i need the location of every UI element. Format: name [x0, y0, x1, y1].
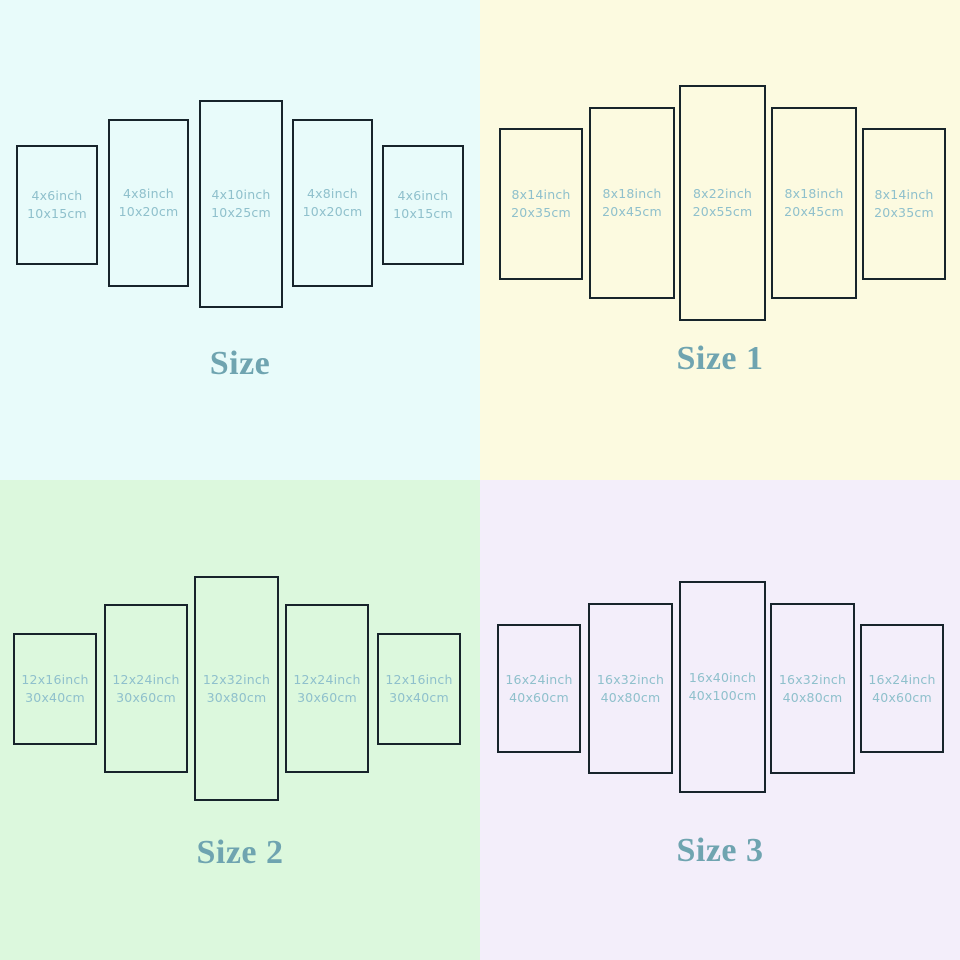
panel-dimension-cm: 40x60cm: [509, 689, 569, 705]
panel-dimension-label: 12x16inch 30x40cm: [21, 671, 88, 707]
panel-center[interactable]: 16x40inch 40x100cm: [679, 581, 766, 793]
panel-dimension-inch: 16x24inch: [505, 671, 573, 687]
panel-dimension-cm: 20x55cm: [692, 204, 753, 219]
panel-dimension-inch: 16x32inch: [778, 671, 847, 687]
panel-dimension-inch: 12x24inch: [112, 671, 180, 687]
panel-dimension-label: 8x22inch 20x55cm: [693, 185, 753, 221]
quadrant-title-size-1: Size 1: [676, 340, 764, 377]
panel-dimension-cm: 40x80cm: [782, 689, 843, 705]
panel-dimension-label: 4x8inch 10x20cm: [303, 185, 363, 221]
panel-left-outer[interactable]: 8x14inch 20x35cm: [499, 128, 583, 280]
panel-dimension-inch: 12x32inch: [202, 671, 271, 687]
panel-right-inner[interactable]: 12x24inch 30x60cm: [285, 604, 369, 773]
panel-left-outer[interactable]: 16x24inch 40x60cm: [497, 624, 581, 753]
panel-right-inner[interactable]: 4x8inch 10x20cm: [292, 119, 373, 287]
panel-left-outer[interactable]: 4x6inch 10x15cm: [16, 145, 98, 265]
panel-dimension-cm: 20x45cm: [602, 204, 662, 219]
panel-dimension-label: 8x14inch 20x35cm: [511, 186, 571, 222]
panel-left-inner[interactable]: 16x32inch 40x80cm: [588, 603, 673, 774]
panel-dimension-label: 8x18inch 20x45cm: [784, 185, 844, 221]
panel-center[interactable]: 12x32inch 30x80cm: [194, 576, 279, 801]
quadrant-size-1: 8x14inch 20x35cm 8x18inch 20x45cm 8x22inch 20…: [480, 0, 960, 480]
panel-dimension-cm: 20x35cm: [511, 205, 571, 220]
panel-left-outer[interactable]: 12x16inch 30x40cm: [13, 633, 97, 745]
panel-dimension-cm: 10x15cm: [27, 206, 87, 221]
panel-group-size-3: 16x24inch 40x60cm 16x32inch 40x80cm 16x40inc…: [480, 480, 960, 960]
panel-dimension-inch: 8x22inch: [692, 186, 753, 202]
panel-dimension-cm: 30x60cm: [116, 689, 176, 705]
panel-center[interactable]: 4x10inch 10x25cm: [199, 100, 283, 308]
panel-left-inner[interactable]: 8x18inch 20x45cm: [589, 107, 675, 299]
panel-dimension-cm: 10x25cm: [211, 205, 271, 220]
panel-dimension-inch: 8x14inch: [874, 187, 934, 203]
panel-dimension-label: 4x6inch 10x15cm: [393, 187, 453, 223]
panel-right-outer[interactable]: 12x16inch 30x40cm: [377, 633, 461, 745]
panel-dimension-cm: 20x45cm: [784, 204, 844, 219]
panel-dimension-label: 12x24inch 30x60cm: [293, 671, 360, 707]
panel-dimension-label: 16x32inch 40x80cm: [779, 671, 846, 707]
panel-dimension-inch: 12x24inch: [293, 671, 361, 687]
panel-dimension-cm: 30x40cm: [389, 690, 449, 705]
panel-dimension-label: 8x18inch 20x45cm: [602, 185, 662, 221]
panel-right-outer[interactable]: 8x14inch 20x35cm: [862, 128, 946, 280]
panel-dimension-inch: 4x6inch: [31, 188, 83, 204]
panel-dimension-label: 12x24inch 30x60cm: [112, 671, 179, 707]
quadrant-size: 4x6inch 10x15cm 4x8inch 10x20cm 4x10inch 10x2…: [0, 0, 480, 480]
panel-dimension-inch: 8x18inch: [784, 186, 844, 202]
panel-dimension-inch: 8x14inch: [511, 187, 571, 203]
panel-dimension-inch: 4x10inch: [211, 187, 271, 203]
panel-dimension-cm: 20x35cm: [874, 205, 934, 220]
panel-dimension-label: 16x24inch 40x60cm: [868, 671, 935, 707]
panel-dimension-cm: 30x60cm: [297, 689, 357, 705]
panel-dimension-cm: 10x15cm: [393, 206, 453, 221]
panel-right-outer[interactable]: 4x6inch 10x15cm: [382, 145, 464, 265]
panel-dimension-cm: 10x20cm: [118, 204, 179, 219]
panel-dimension-inch: 16x24inch: [868, 671, 936, 687]
panel-dimension-inch: 12x16inch: [385, 672, 453, 688]
panel-dimension-cm: 40x100cm: [688, 688, 757, 703]
panel-group-size-2: 12x16inch 30x40cm 12x24inch 30x60cm 12x32inc…: [0, 480, 480, 960]
panel-dimension-cm: 30x40cm: [25, 690, 85, 705]
panel-center[interactable]: 8x22inch 20x55cm: [679, 85, 766, 321]
panel-left-inner[interactable]: 4x8inch 10x20cm: [108, 119, 189, 287]
panel-left-inner[interactable]: 12x24inch 30x60cm: [104, 604, 188, 773]
panel-dimension-label: 4x6inch 10x15cm: [27, 187, 87, 223]
panel-dimension-label: 4x8inch 10x20cm: [119, 185, 179, 221]
quadrant-title-size: Size: [209, 345, 271, 382]
panel-dimension-cm: 40x80cm: [600, 689, 661, 705]
panel-dimension-label: 16x40inch 40x100cm: [689, 669, 757, 705]
panel-dimension-inch: 4x8inch: [307, 186, 358, 202]
panel-group-size: 4x6inch 10x15cm 4x8inch 10x20cm 4x10inch 10x2…: [0, 0, 480, 480]
quadrant-size-3: 16x24inch 40x60cm 16x32inch 40x80cm 16x40inc…: [480, 480, 960, 960]
panel-right-inner[interactable]: 8x18inch 20x45cm: [771, 107, 857, 299]
quadrant-title-size-3: Size 3: [676, 832, 764, 869]
quadrant-title-size-2: Size 2: [196, 834, 284, 871]
quadrant-size-2: 12x16inch 30x40cm 12x24inch 30x60cm 12x32inc…: [0, 480, 480, 960]
panel-dimension-label: 16x24inch 40x60cm: [505, 671, 572, 707]
panel-dimension-inch: 8x18inch: [602, 186, 662, 202]
panel-dimension-inch: 16x32inch: [596, 671, 665, 687]
panel-dimension-inch: 12x16inch: [21, 672, 89, 688]
panel-dimension-label: 8x14inch 20x35cm: [874, 186, 934, 222]
panel-dimension-cm: 30x80cm: [206, 689, 267, 705]
panel-dimension-inch: 16x40inch: [688, 670, 757, 686]
panel-dimension-cm: 10x20cm: [302, 204, 363, 219]
panel-dimension-inch: 4x6inch: [397, 188, 449, 204]
panel-dimension-inch: 4x8inch: [123, 186, 174, 202]
panel-dimension-label: 4x10inch 10x25cm: [211, 186, 271, 222]
panel-group-size-1: 8x14inch 20x35cm 8x18inch 20x45cm 8x22inch 20…: [480, 0, 960, 480]
panel-dimension-label: 16x32inch 40x80cm: [597, 671, 664, 707]
panel-dimension-cm: 40x60cm: [872, 689, 932, 705]
panel-right-inner[interactable]: 16x32inch 40x80cm: [770, 603, 855, 774]
panel-right-outer[interactable]: 16x24inch 40x60cm: [860, 624, 944, 753]
panel-dimension-label: 12x32inch 30x80cm: [203, 671, 270, 707]
panel-dimension-label: 12x16inch 30x40cm: [385, 671, 452, 707]
